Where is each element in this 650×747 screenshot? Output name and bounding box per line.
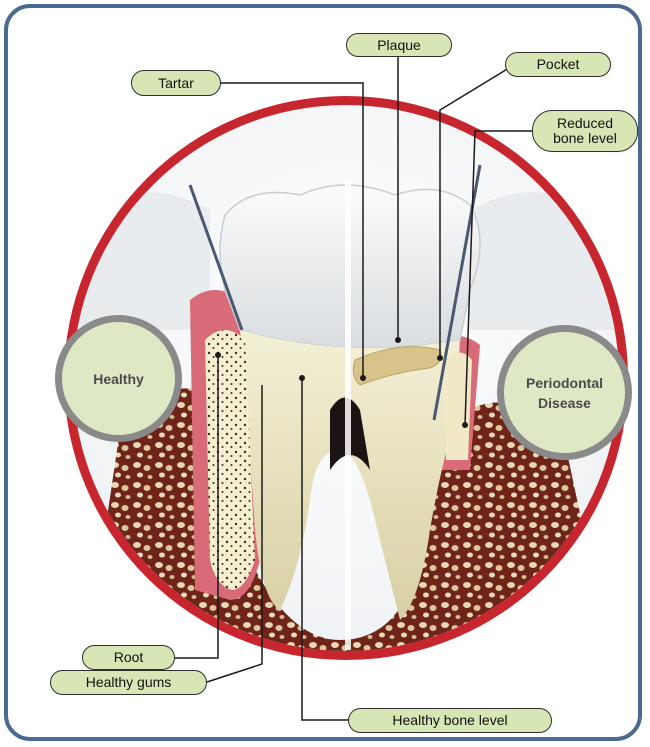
reduced-bone-level-label-line1: Reduced xyxy=(557,116,613,131)
tartar-label: Tartar xyxy=(131,70,221,96)
plaque-label: Plaque xyxy=(346,33,452,57)
periodontal-state-label-line2: Disease xyxy=(538,393,591,413)
periodontal-state-badge: Periodontal Disease xyxy=(497,325,632,460)
pocket-label: Pocket xyxy=(505,52,611,77)
root-label: Root xyxy=(82,645,175,670)
tartar-label-text: Tartar xyxy=(158,76,194,91)
reduced-bone-level-label-line2: bone level xyxy=(553,131,617,146)
healthy-gums-label-text: Healthy gums xyxy=(86,675,172,690)
root-label-text: Root xyxy=(114,650,144,665)
periodontal-state-label-line1: Periodontal xyxy=(526,373,603,393)
root-core-right xyxy=(445,353,472,461)
healthy-diseased-divider xyxy=(345,180,351,650)
healthy-gums-label: Healthy gums xyxy=(50,670,207,695)
healthy-bone-level-label: Healthy bone level xyxy=(348,708,552,733)
healthy-state-badge: Healthy xyxy=(55,315,182,442)
plaque-label-text: Plaque xyxy=(377,38,421,53)
healthy-state-label: Healthy xyxy=(93,369,144,389)
reduced-bone-level-label: Reduced bone level xyxy=(532,110,638,152)
pocket-label-text: Pocket xyxy=(537,57,580,72)
healthy-bone-level-label-text: Healthy bone level xyxy=(392,713,507,728)
